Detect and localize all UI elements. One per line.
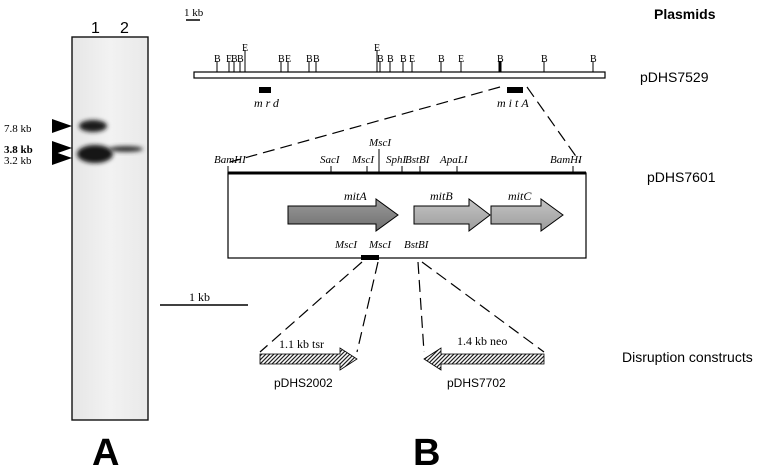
plasmid-name-pdhs7601: pDHS7601 [647, 169, 716, 185]
zoom-line-left [229, 86, 501, 163]
gene-arrow-mitc [490, 198, 564, 232]
lower-site-label-msci-1: MscI [334, 239, 358, 251]
marker-3.2kb-arrow [52, 151, 72, 165]
plasmid-map-pdhs7601: BamHI SacI MscI MscI SphI BstBI ApaLI Ba… [214, 137, 587, 260]
marker-3.2kb-label: 3.2 kb [4, 155, 32, 167]
gene-arrow-mitb [413, 197, 491, 233]
site-label: B [590, 54, 597, 65]
site-label-apali: ApaLI [439, 154, 469, 166]
site-label: B [278, 54, 285, 65]
site-label: B [313, 54, 320, 65]
gene-label-mrd: mrd [254, 96, 282, 110]
panel-b-letter: B [413, 432, 440, 472]
lane-2-label: 2 [120, 20, 129, 37]
marker-7.8kb-label: 7.8 kb [4, 123, 32, 135]
construct-line-1b [356, 261, 379, 353]
site-label: B [400, 54, 407, 65]
site-label: B [438, 54, 445, 65]
site-label: B [497, 54, 504, 65]
gene-label-mitb: mitB [430, 189, 453, 203]
site-label: B [231, 54, 238, 65]
site-label-bamhi-left: BamHI [214, 154, 247, 166]
site-label-bstbi: BstBI [405, 154, 431, 166]
site-label: E [226, 54, 232, 65]
construct-line-2b [421, 261, 545, 353]
site-label-msci-2: MscI [368, 137, 392, 149]
band-lane1-7.8kb [79, 120, 107, 132]
plasmid-backbone [193, 71, 606, 79]
deleted-segment [361, 255, 379, 260]
site-label: B [237, 54, 244, 65]
band-lane1-3.8kb [77, 145, 113, 163]
site-label-sphi: SphI [386, 154, 408, 166]
plasmids-header: Plasmids [654, 6, 716, 22]
construct-arrow-pdhs7702 [423, 347, 545, 371]
gene-box-mita [507, 87, 523, 93]
panel-a-letter: A [92, 432, 119, 472]
lower-site-label-msci-2: MscI [368, 239, 392, 251]
site-label: B [541, 54, 548, 65]
construct-name-pdhs2002: pDHS2002 [274, 376, 333, 390]
band-lane2-3.8kb [109, 146, 143, 152]
site-label: B [306, 54, 313, 65]
construct-line-1a [259, 261, 363, 353]
panel-a: 1 2 7.8 kb 3.8 kb 3.2 kb A [4, 20, 149, 472]
site-label-msci-1: MscI [351, 154, 375, 166]
insert-box [227, 172, 587, 259]
site-label: B [214, 54, 221, 65]
gene-label-mitc: mitC [508, 189, 532, 203]
site-label: B [387, 54, 394, 65]
construct-name-pdhs7702: pDHS7702 [447, 376, 506, 390]
restriction-sites-pdhs7601 [227, 149, 574, 173]
gel-image [71, 36, 149, 421]
plasmid-name-pdhs7529: pDHS7529 [640, 69, 709, 85]
site-label-bamhi-right: BamHI [550, 154, 583, 166]
site-label: E [374, 43, 380, 54]
construct-arrow-pdhs2002 [259, 347, 358, 371]
construct-label-pdhs7702: 1.4 kb neo [457, 334, 507, 348]
site-label: E [285, 54, 291, 65]
gene-box-mrd [259, 87, 271, 93]
site-label: E [409, 54, 415, 65]
lane-1-label: 1 [91, 20, 100, 37]
gene-label-mita: mitA [497, 96, 532, 110]
site-label: E [242, 43, 248, 54]
marker-7.8kb-arrow [52, 119, 72, 133]
site-label-saci: SacI [320, 154, 341, 166]
site-label: B [377, 54, 384, 65]
marker-3.8kb-arrow [52, 141, 72, 155]
zoom-line-right [526, 86, 581, 163]
site-label: E [458, 54, 464, 65]
marker-3.8kb-label: 3.8 kb [4, 144, 33, 156]
construct-line-2a [417, 261, 425, 353]
construct-label-pdhs2002: 1.1 kb tsr [279, 337, 324, 351]
gene-arrow-mita [287, 198, 399, 232]
scale-top-label: 1 kb [184, 7, 204, 19]
lower-site-label-bstbi: BstBI [404, 239, 430, 251]
disruption-constructs-header: Disruption constructs [622, 349, 753, 365]
gene-label-mita-arrow: mitA [344, 189, 367, 203]
scale-mid-label: 1 kb [189, 290, 210, 304]
